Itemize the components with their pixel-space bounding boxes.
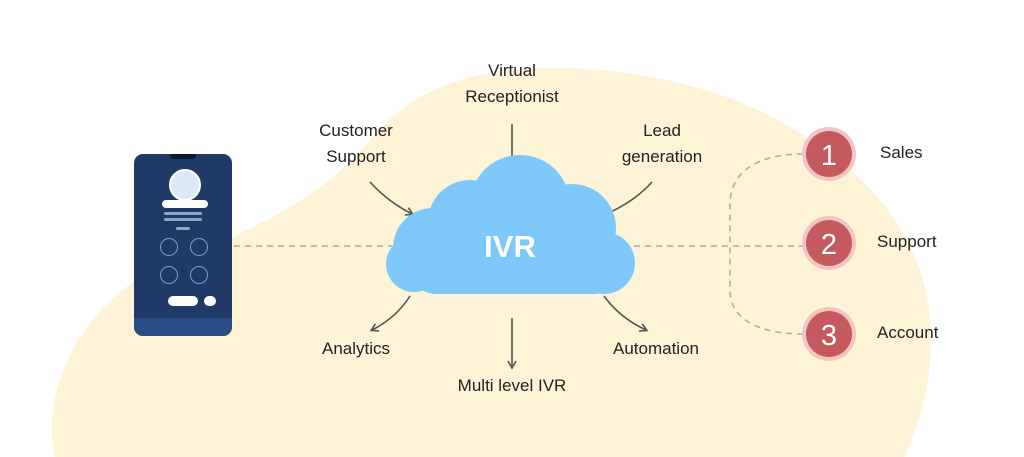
label-analytics: Analytics: [321, 339, 391, 358]
end-call-icon: [168, 296, 198, 306]
option-branch-line: [729, 153, 804, 335]
option-1: 1: [802, 127, 856, 181]
label-multi-level-ivr: Multi level IVR: [457, 376, 567, 395]
caller-detail-line: [164, 212, 202, 215]
arrow-automation: [603, 295, 649, 332]
option-number: 2: [821, 229, 837, 261]
ivr-label: IVR: [484, 229, 536, 264]
arrow-customer-support: [369, 181, 415, 216]
call-timer-line: [176, 227, 190, 230]
caller-name-tag: [162, 200, 208, 208]
option-number: 3: [821, 320, 837, 352]
caller-detail-line: [164, 218, 202, 221]
record-icon: [204, 296, 216, 306]
option-label-account: Account: [877, 323, 939, 342]
caller-avatar: [169, 169, 201, 201]
keypad-icon: [160, 266, 178, 284]
label-automation: Automation: [613, 339, 699, 358]
label-virtual-receptionist: Virtual Receptionist: [465, 61, 559, 106]
option-label-sales: Sales: [880, 143, 923, 162]
label-customer-support: Customer Support: [319, 121, 393, 166]
option-3: 3: [802, 307, 856, 361]
label-lead-generation: Lead generation: [621, 121, 703, 166]
transfer-icon: [190, 266, 208, 284]
option-number: 1: [821, 140, 837, 172]
mute-icon: [160, 238, 178, 256]
hold-icon: [190, 238, 208, 256]
phone-bottom-bar: [134, 318, 232, 336]
phone-notch: [170, 154, 196, 159]
arrow-analytics: [369, 295, 411, 332]
option-2: 2: [802, 216, 856, 270]
option-label-support: Support: [877, 232, 937, 251]
ivr-cloud: [386, 155, 635, 294]
phone-illustration: [134, 154, 232, 336]
